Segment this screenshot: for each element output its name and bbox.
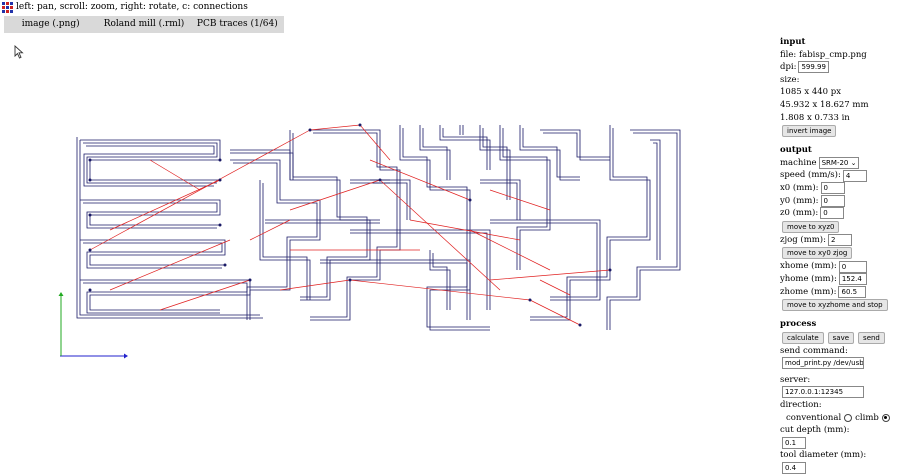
size-px: 1085 x 440 px	[780, 87, 841, 98]
dpi-label: dpi:	[780, 62, 797, 73]
machine-label: machine	[780, 157, 817, 168]
chevron-down-icon: ⌄	[850, 159, 857, 168]
tool-diameter-input[interactable]: 0.4	[782, 462, 806, 475]
machine-select-value: SRM-20	[821, 159, 849, 168]
conventional-label: conventional	[786, 412, 842, 423]
xhome-row: xhome (mm): 0	[780, 260, 898, 273]
direction-row: conventional climb	[780, 412, 898, 425]
move-to-xy0-zjog-button[interactable]: move to xy0 zjog	[782, 247, 853, 260]
hint-bar: left: pan, scroll: zoom, right: rotate, …	[0, 0, 248, 14]
file-name: fabisp_cmp.png	[799, 49, 867, 60]
send-command-label: send command:	[780, 345, 848, 356]
menu-pcb-traces[interactable]: PCB traces (1/64)	[196, 19, 278, 29]
move-to-xyz0-button[interactable]: move to xyz0	[782, 220, 840, 233]
cut-depth-input[interactable]: 0.1	[782, 436, 806, 449]
machine-select[interactable]: SRM-20 ⌄	[818, 157, 860, 170]
z0-label: z0 (mm):	[780, 208, 819, 219]
input-heading: input	[780, 37, 806, 47]
toolpath-view[interactable]	[50, 120, 700, 340]
file-row: file: fabisp_cmp.png	[780, 49, 898, 62]
server-input[interactable]: 127.0.0.1:12345	[782, 386, 864, 399]
z0-row: z0 (mm): 0	[780, 207, 898, 220]
process-heading: process	[780, 319, 817, 330]
zhome-label: zhome (mm):	[780, 286, 837, 297]
save-button[interactable]: save	[827, 331, 855, 344]
x0-row: x0 (mm): 0	[780, 182, 898, 195]
dpi-row: dpi: 599.99	[780, 61, 898, 74]
speed-label: speed (mm/s):	[780, 170, 841, 181]
control-panel: input file: fabisp_cmp.png dpi: 599.99 s…	[780, 34, 898, 475]
app-logo-icon	[2, 1, 13, 13]
dpi-input[interactable]: 599.99	[798, 61, 829, 74]
zhome-row: zhome (mm): 60.5	[780, 285, 898, 299]
zjog-label: zjog (mm):	[780, 234, 826, 245]
file-label: file:	[780, 49, 797, 60]
menu-image-png[interactable]: image (.png)	[21, 19, 80, 29]
format-menu: image (.png) Roland mill (.rml) PCB trac…	[4, 16, 284, 33]
axis-y	[58, 292, 64, 356]
climb-label: climb	[855, 412, 879, 423]
xhome-input[interactable]: 0	[838, 260, 867, 273]
size-label: size:	[780, 74, 800, 85]
zjog-row: zjog (mm): 2	[780, 234, 898, 247]
yhome-input[interactable]: 152.4	[838, 273, 867, 286]
mouse-pointer-icon	[14, 45, 24, 59]
process-buttons: calculate save send	[780, 331, 898, 345]
zjog-input[interactable]: 2	[828, 234, 852, 247]
cut-depth-label: cut depth (mm):	[780, 425, 850, 436]
xhome-label: xhome (mm):	[780, 261, 837, 272]
speed-row: speed (mm/s): 4	[780, 169, 898, 182]
menu-roland-mill[interactable]: Roland mill (.rml)	[103, 19, 185, 29]
server-label: server:	[780, 374, 811, 385]
output-heading: output	[780, 145, 812, 156]
size-mm: 45.932 x 18.627 mm	[780, 99, 869, 110]
y0-input[interactable]: 0	[820, 194, 845, 207]
x0-input[interactable]: 0	[820, 182, 845, 195]
yhome-label: yhome (mm):	[780, 273, 837, 284]
machine-row: machine SRM-20 ⌄	[780, 157, 898, 170]
size-in: 1.808 x 0.733 in	[780, 112, 850, 123]
axis-x	[60, 353, 128, 359]
conventional-radio[interactable]	[844, 413, 853, 422]
yhome-row: yhome (mm): 152.4	[780, 273, 898, 286]
tool-diameter-label: tool diameter (mm):	[780, 450, 867, 461]
move-to-xyzhome-button[interactable]: move to xyzhome and stop	[782, 299, 888, 312]
send-button[interactable]: send	[858, 331, 885, 344]
send-command-input[interactable]: mod_print.py /dev/usb/lp	[782, 357, 864, 370]
y0-label: y0 (mm):	[780, 195, 819, 206]
calculate-button[interactable]: calculate	[782, 331, 824, 344]
climb-radio[interactable]	[881, 413, 890, 422]
z0-input[interactable]: 0	[820, 207, 845, 220]
zhome-input[interactable]: 60.5	[838, 285, 867, 298]
direction-label: direction:	[780, 400, 822, 411]
speed-input[interactable]: 4	[842, 169, 867, 182]
invert-image-button[interactable]: invert image	[782, 125, 837, 138]
y0-row: y0 (mm): 0	[780, 194, 898, 208]
x0-label: x0 (mm):	[780, 182, 819, 193]
hint-text: left: pan, scroll: zoom, right: rotate, …	[16, 2, 248, 12]
